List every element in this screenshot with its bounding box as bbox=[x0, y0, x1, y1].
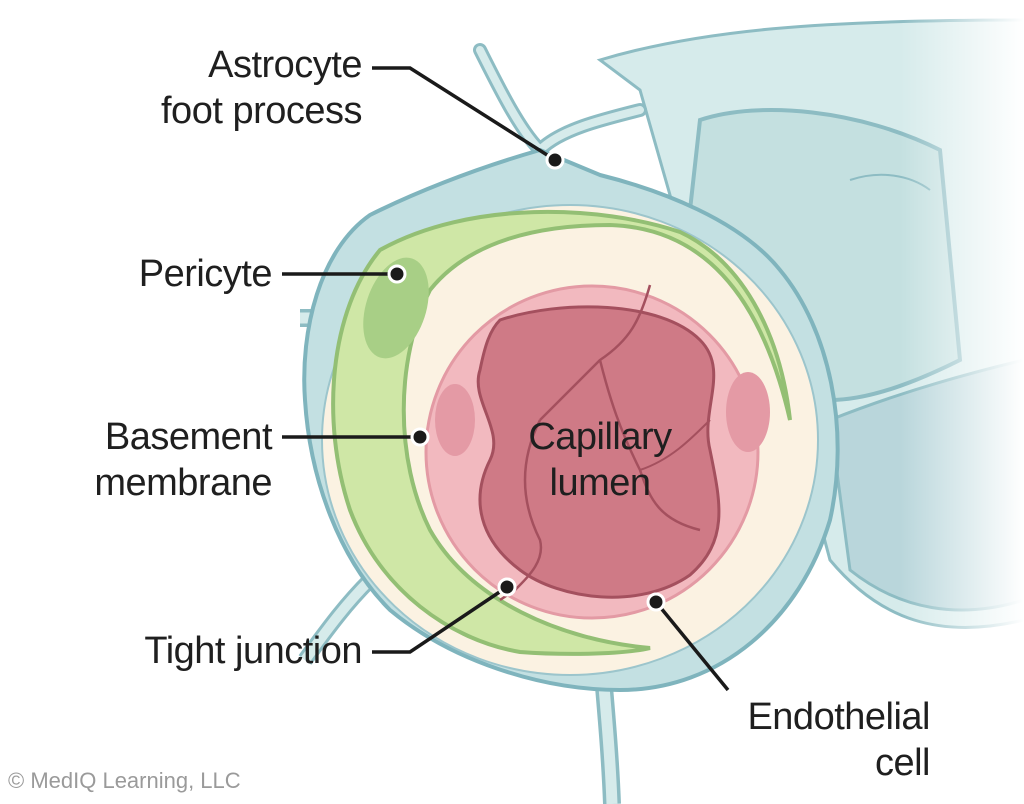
label-basement-membrane: Basement membrane bbox=[60, 414, 272, 506]
label-lumen-line1: Capillary bbox=[528, 416, 672, 458]
label-capillary-lumen: Capillary lumen bbox=[500, 414, 700, 506]
pericyte bbox=[331, 209, 792, 656]
label-endothelial-line2: cell bbox=[874, 742, 931, 784]
capillary-lumen bbox=[476, 284, 721, 602]
endothelial-nucleus-right bbox=[726, 372, 770, 452]
label-basement-line2: membrane bbox=[94, 462, 272, 504]
leader-endothelial bbox=[654, 600, 730, 692]
dot-endothelial bbox=[646, 592, 666, 612]
label-tight-junction: Tight junction bbox=[100, 628, 362, 674]
leader-tight-junction bbox=[372, 585, 508, 654]
label-astrocyte-foot-process: Astrocyte foot process bbox=[100, 42, 363, 134]
label-pericyte: Pericyte bbox=[90, 251, 273, 297]
dot-pericyte bbox=[387, 264, 407, 284]
label-tight-junction-text: Tight junction bbox=[144, 630, 362, 672]
leader-lines bbox=[282, 66, 730, 692]
endothelial-nucleus-left bbox=[435, 384, 475, 456]
dot-basement bbox=[410, 427, 430, 447]
leader-dots bbox=[387, 150, 666, 612]
copyright-notice: © MedIQ Learning, LLC bbox=[8, 768, 241, 793]
label-lumen-line2: lumen bbox=[549, 462, 652, 504]
pericyte-nucleus bbox=[363, 257, 429, 359]
label-endothelial-line1: Endothelial bbox=[747, 696, 930, 738]
dot-astrocyte bbox=[545, 150, 565, 170]
label-endothelial-cell: Endothelial cell bbox=[720, 694, 930, 786]
label-astrocyte-line1: Astrocyte bbox=[208, 44, 362, 86]
leader-astrocyte bbox=[372, 66, 556, 162]
label-pericyte-text: Pericyte bbox=[138, 253, 273, 295]
dot-tight-junction bbox=[497, 577, 517, 597]
label-astrocyte-line2: foot process bbox=[161, 90, 363, 132]
label-basement-line1: Basement bbox=[104, 416, 273, 458]
